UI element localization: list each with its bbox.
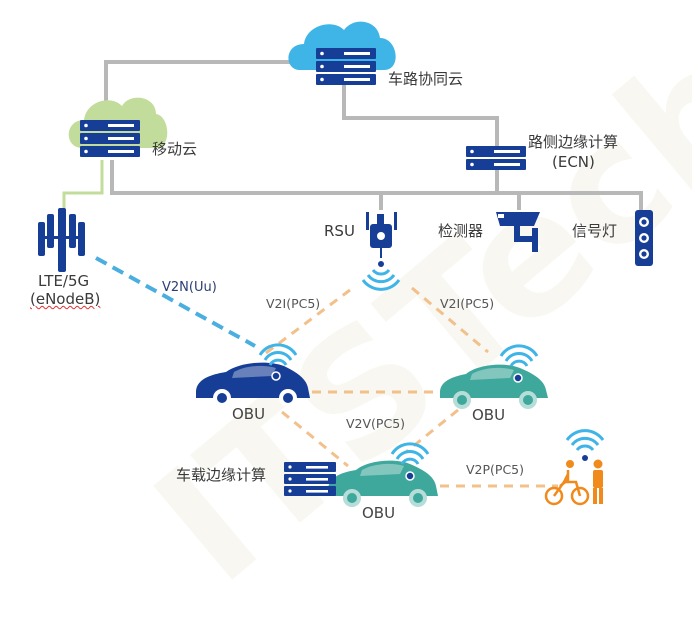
v2n-label: V2N(Uu)	[162, 280, 217, 295]
pedestrian-signal-icon	[565, 429, 605, 461]
car-bottom-signal-icon	[390, 442, 430, 465]
v2i-left-label: V2I(PC5)	[266, 296, 321, 311]
vehicle-edge-label: 车载边缘计算	[176, 466, 267, 484]
rsu-label: RSU	[324, 222, 355, 240]
car-left-signal-icon	[258, 343, 298, 366]
mobile-cloud-label: 移动云	[152, 140, 198, 158]
road-cloud-icon	[288, 21, 396, 85]
v2v-label: V2V(PC5)	[346, 416, 406, 431]
mobile-cloud-icon	[68, 97, 168, 157]
car-bottom-icon	[328, 460, 438, 507]
obu-right-label: OBU	[472, 406, 506, 424]
rsu-icon	[366, 212, 397, 258]
obu-bottom-label: OBU	[362, 504, 396, 522]
antenna-icon	[38, 208, 85, 272]
road-cloud-label: 车路协同云	[388, 70, 464, 88]
edge-computing-abbr: (ECN)	[552, 153, 595, 171]
v2x-architecture-diagram: ITSTech	[30, 5, 692, 620]
v2i-right-label: V2I(PC5)	[440, 296, 495, 311]
edge-computing-label: 路侧边缘计算	[528, 133, 619, 151]
base-station-abbr: (eNodeB)	[30, 290, 101, 308]
signal-light-label: 信号灯	[572, 222, 618, 240]
base-station-label: LTE/5G	[38, 272, 90, 290]
mobile-link-line	[62, 160, 104, 210]
rsu-signal-icon	[361, 261, 401, 291]
v2p-label: V2P(PC5)	[466, 462, 525, 477]
cyclist-icon	[544, 460, 590, 506]
car-left-icon	[196, 362, 310, 407]
detector-label: 检测器	[438, 222, 484, 240]
car-right-icon	[440, 364, 548, 409]
edge-server-icon	[466, 146, 526, 170]
camera-icon	[496, 212, 540, 252]
vehicle-edge-server-icon	[284, 462, 336, 496]
pedestrian-icon	[593, 459, 603, 504]
car-right-signal-icon	[499, 344, 539, 367]
diagram-canvas	[38, 21, 653, 507]
v2n-link	[95, 256, 256, 348]
traffic-light-icon	[635, 210, 653, 266]
obu-left-label: OBU	[232, 405, 266, 423]
